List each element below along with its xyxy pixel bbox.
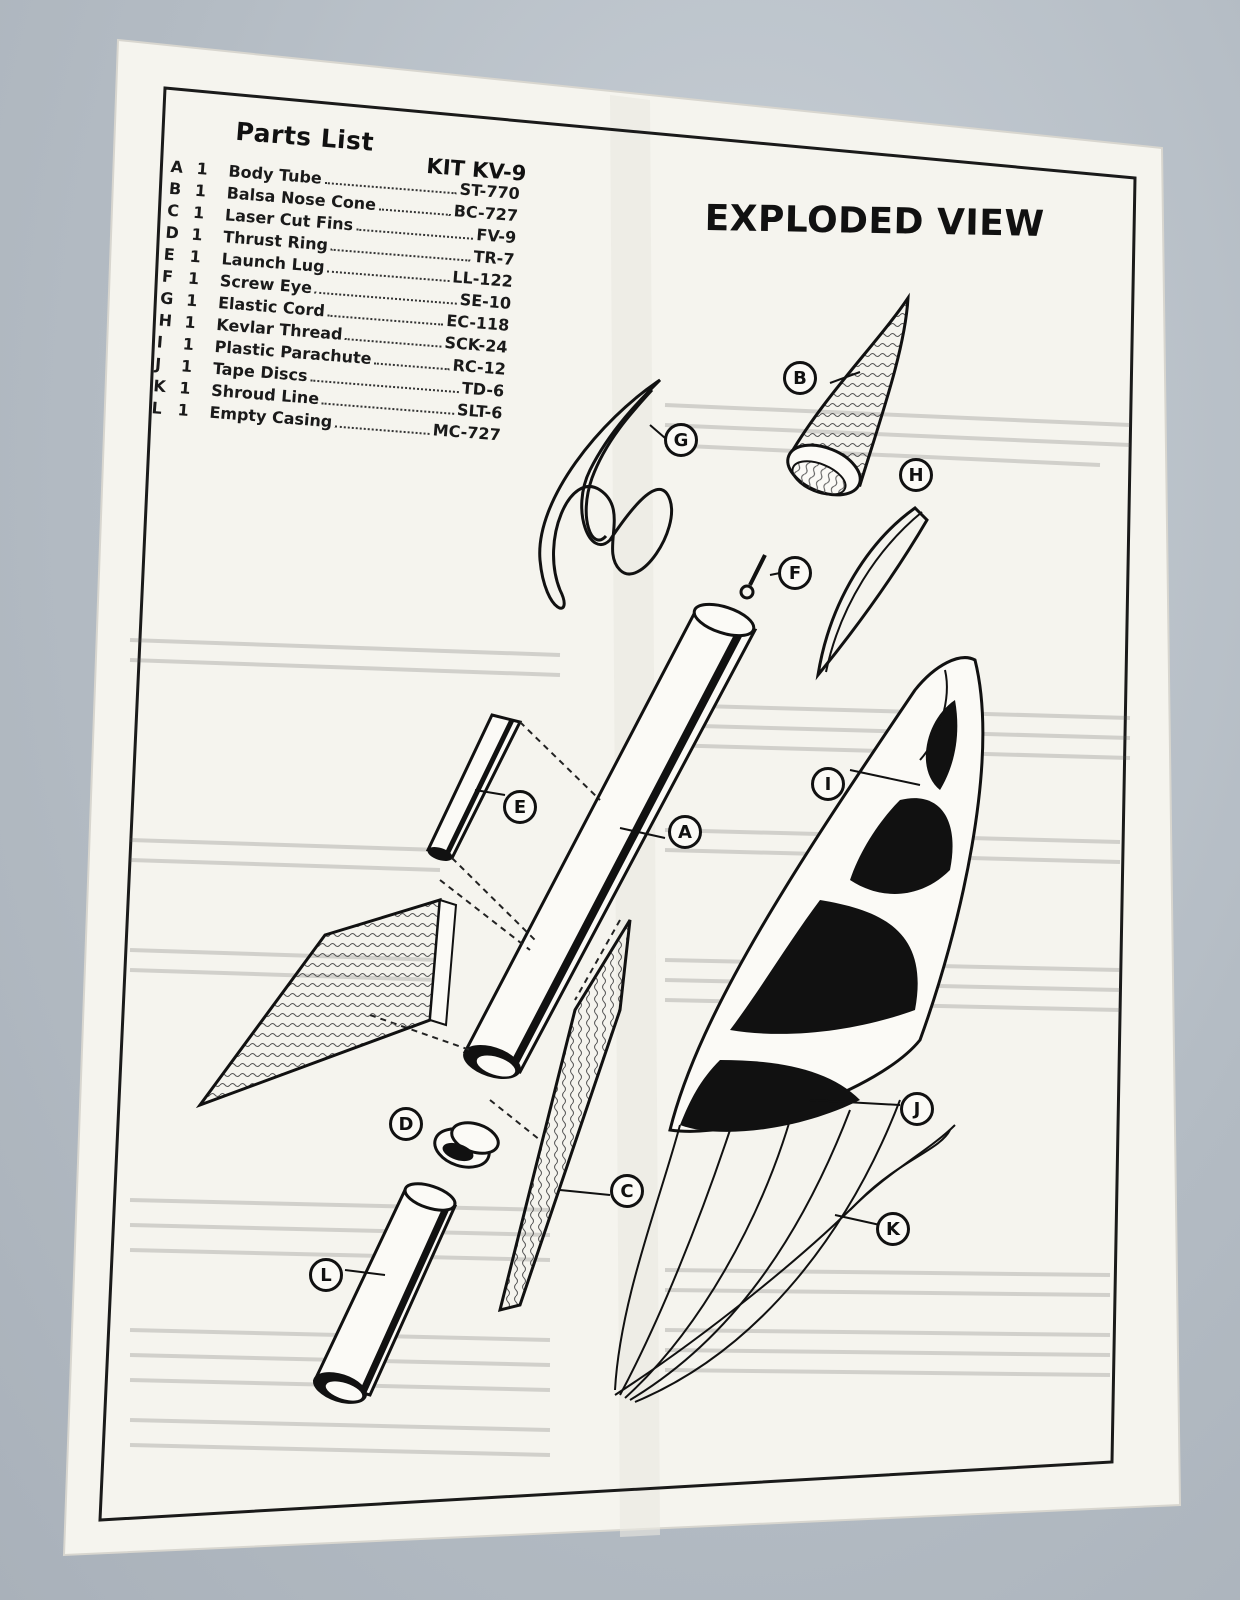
part-letter: K — [152, 376, 167, 397]
callout-d: D — [389, 1107, 423, 1141]
part-letter: J — [154, 354, 162, 374]
part-code: MC-727 — [432, 420, 502, 445]
callout-e: E — [503, 790, 537, 824]
parts-list: A 1 Body Tube ST-770 B 1 Balsa Nose Cone… — [150, 156, 521, 448]
part-letter: D — [164, 222, 180, 243]
part-letter: C — [166, 200, 180, 221]
shroud-lines-drawing — [614, 1099, 956, 1403]
kevlar-thread-drawing — [815, 506, 929, 681]
callout-a: A — [668, 815, 702, 849]
part-qty: 1 — [176, 400, 190, 420]
callout-c: C — [610, 1174, 644, 1208]
callout-l: L — [309, 1258, 343, 1292]
empty-casing-drawing — [312, 1182, 458, 1404]
part-code: LL-122 — [451, 267, 514, 291]
part-qty: 1 — [188, 246, 202, 267]
body-tube-drawing — [462, 602, 758, 1080]
part-letter: A — [169, 156, 184, 177]
part-qty: 1 — [178, 378, 192, 399]
part-qty: 1 — [180, 356, 193, 377]
leader-dots — [345, 338, 442, 348]
part-letter: I — [156, 332, 164, 352]
callout-k: K — [876, 1212, 910, 1246]
part-letter: L — [150, 398, 163, 418]
leader-dots — [334, 425, 430, 435]
part-letter: G — [159, 288, 175, 309]
elastic-cord-drawing — [538, 378, 673, 610]
part-qty: 1 — [187, 268, 200, 289]
part-qty: 1 — [182, 334, 195, 355]
part-code: ST-770 — [458, 179, 521, 204]
part-code: TR-7 — [472, 246, 516, 270]
callout-g: G — [664, 423, 698, 457]
part-code: FV-9 — [475, 225, 517, 248]
parachute-drawing — [668, 656, 985, 1133]
part-qty: 1 — [183, 312, 197, 333]
fins-drawing — [195, 897, 632, 1313]
leader-dots — [378, 208, 451, 216]
page-border — [98, 86, 1137, 1522]
part-code: SE-10 — [459, 289, 512, 313]
exploded-view-title: EXPLODED VIEW — [704, 198, 1045, 245]
part-letter: F — [161, 266, 174, 287]
parts-list-panel: Parts List KIT KV-9 A 1 Body Tube ST-770… — [147, 112, 544, 500]
part-code: SCK-24 — [443, 332, 509, 357]
part-code: BC-727 — [453, 201, 519, 226]
leader-dots — [374, 362, 450, 371]
part-qty: 1 — [185, 290, 199, 311]
callout-i: I — [811, 767, 845, 801]
part-qty: 1 — [194, 180, 207, 201]
part-letter: H — [157, 310, 173, 331]
part-qty: 1 — [190, 224, 204, 245]
callout-h: H — [899, 458, 933, 492]
callout-f: F — [778, 556, 812, 590]
thrust-ring-drawing — [433, 1121, 500, 1169]
callout-j: J — [900, 1092, 934, 1126]
part-qty: 1 — [192, 202, 206, 223]
callout-b: B — [783, 361, 817, 395]
part-letter: E — [163, 244, 176, 265]
part-code: RC-12 — [451, 355, 507, 379]
nose-cone-drawing — [786, 292, 910, 497]
part-code: SLT-6 — [456, 400, 504, 423]
part-letter: B — [168, 178, 182, 199]
part-code: EC-118 — [445, 310, 511, 335]
assembly-dash-lines — [369, 721, 621, 1141]
part-code: TD-6 — [461, 378, 505, 401]
part-qty: 1 — [195, 158, 209, 179]
